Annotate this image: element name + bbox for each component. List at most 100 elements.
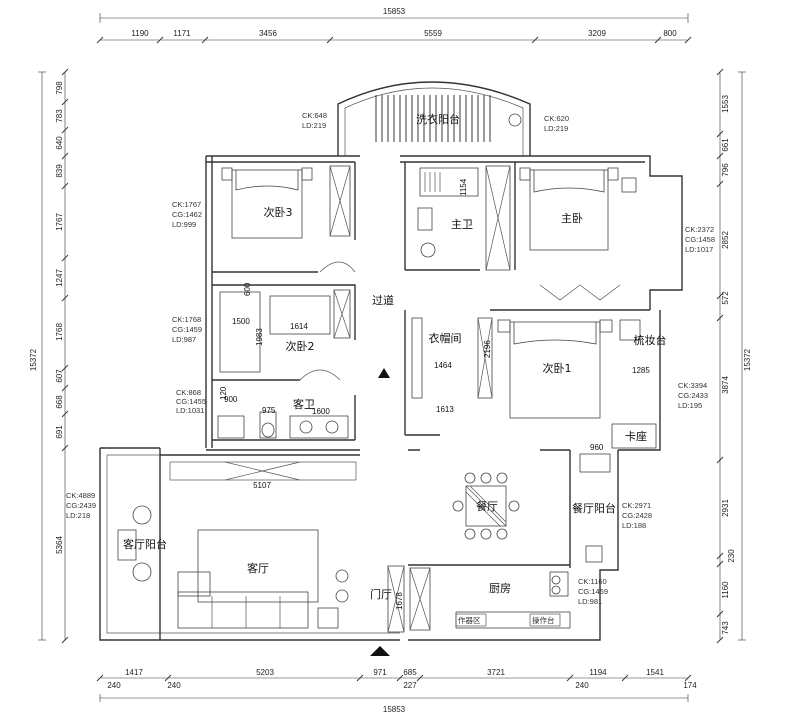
- left-dim-6: 1247: [55, 269, 64, 287]
- master-info-ck: CK:2372: [685, 225, 714, 234]
- dim-5107: 5107: [253, 481, 271, 490]
- laundry-info-left-ld: LD:219: [302, 121, 326, 130]
- master-bath: 主卫 1154: [405, 162, 516, 271]
- living-rug: [197, 529, 319, 603]
- dimension-tick: [716, 610, 724, 618]
- dim-2196: 2196: [483, 340, 492, 358]
- outer-walls: [99, 155, 683, 641]
- kitchen-info-ld: LD:981: [578, 597, 602, 606]
- room-master-bath: 主卫: [451, 218, 473, 231]
- room-living-balcony: 客厅阳台: [123, 537, 167, 551]
- dimension-tick: [716, 152, 724, 160]
- dimension-tick: [566, 674, 574, 682]
- left-dim-4: 839: [55, 164, 64, 178]
- master-bed: [529, 169, 609, 251]
- bottom-dim-a6: 1194: [589, 668, 607, 677]
- dimension-tick: [396, 674, 404, 682]
- dimension-tick: [61, 384, 69, 392]
- dimension-tick: [716, 560, 724, 568]
- dimension-tick: [684, 674, 692, 682]
- kitchen-work-table: 操作台: [532, 615, 555, 625]
- dimension-tick: [164, 674, 172, 682]
- room-entrance: 门厅: [370, 587, 392, 601]
- master-sink: [420, 242, 436, 258]
- bottom-dim-a1: 1417: [125, 668, 143, 677]
- laundry-info-right-ck: CK:620: [544, 114, 569, 123]
- top-dim-4: 5559: [424, 29, 442, 38]
- top-dim-6: 800: [663, 29, 677, 38]
- right-dim-1: 1553: [721, 95, 730, 113]
- kitchen-cooking-zone: 作器区: [458, 615, 481, 625]
- bed1-info-ck: CK:3394: [678, 381, 707, 390]
- top-dim-2: 1171: [173, 29, 191, 38]
- top-total-dim: 15853: [383, 7, 406, 16]
- dim-1285: 1285: [632, 366, 650, 375]
- dimension-tick: [716, 130, 724, 138]
- bed1-info-cg: CG:2433: [678, 391, 708, 400]
- laundry-balcony: 洗衣阳台 CK:648 LD:219 CK:620 LD:219: [302, 81, 569, 156]
- top-dim-3: 3456: [259, 29, 277, 38]
- left-total-dim: 15372: [29, 348, 38, 371]
- dimension-tick: [61, 444, 69, 452]
- room-kitchen: 厨房: [489, 582, 511, 595]
- left-dim-5: 1767: [55, 213, 64, 231]
- dim-1464: 1464: [434, 361, 452, 370]
- bed2-desk: [219, 291, 261, 373]
- dimension-tick: [61, 98, 69, 106]
- room-living: 客厅: [247, 561, 269, 575]
- right-dim-2: 661: [721, 138, 730, 152]
- room-laundry-balcony: 洗衣阳台: [416, 112, 460, 126]
- dimension-tick: [716, 292, 724, 300]
- room-dresser: 梳妆台: [634, 333, 667, 347]
- master-bedroom: 主卧 CK:2372 CG:1458 LD:1017: [490, 167, 715, 311]
- laundry-info-right-ld: LD:219: [544, 124, 568, 133]
- dining-balc-info-cg: CG:2428: [622, 511, 652, 520]
- top-dim-1: 1190: [131, 29, 149, 38]
- dimension-tick: [61, 182, 69, 190]
- corridor: 过道: [372, 162, 406, 435]
- dimension-tick: [716, 552, 724, 560]
- drying-rack: [375, 95, 491, 142]
- dimension-tick: [356, 674, 364, 682]
- bottom-dim-b2: 240: [167, 681, 181, 690]
- dim-900: 900: [224, 395, 238, 404]
- dimension-tick: [716, 636, 724, 644]
- left-dim-9: 668: [55, 395, 64, 409]
- room-card-seat: 卡座: [625, 429, 647, 443]
- bed3-bed: [231, 169, 303, 239]
- dimension-tick: [716, 68, 724, 76]
- right-dim-8: 230: [727, 549, 736, 563]
- room-bedroom1: 次卧1: [543, 361, 572, 375]
- bed3-wardrobe: [329, 165, 351, 237]
- room-wardrobe: 衣帽间: [429, 331, 462, 345]
- living-sofa: [177, 591, 309, 629]
- kitchen-info-ck: CK:1160: [578, 577, 607, 586]
- bottom-dim-a3: 971: [373, 668, 387, 677]
- right-dim-4: 2852: [721, 231, 730, 249]
- master-info-ld: LD:1017: [685, 245, 713, 254]
- master-toilet: [417, 207, 433, 231]
- right-dim-10: 743: [721, 621, 730, 635]
- bed3-info-cg: CG:1462: [172, 210, 202, 219]
- dimension-tick: [61, 126, 69, 134]
- dim-1678: 1678: [395, 592, 404, 610]
- kitchen: 厨房 作器区 操作台 CK:1160 CG:1459 LD:981: [408, 564, 608, 631]
- living-room: 5107 客厅 客厅阳台 CK:4889 CG:2439 LD:218: [66, 461, 357, 629]
- laundry-info-left-ck: CK:648: [302, 111, 327, 120]
- dimension-tick: [621, 674, 629, 682]
- bottom-dim-a2: 5203: [256, 668, 274, 677]
- left-dim-2: 783: [55, 109, 64, 123]
- bedroom3: 次卧3 CK:1767 CG:1462 LD:999: [172, 162, 356, 273]
- bottom-dim-b5: 174: [683, 681, 697, 690]
- right-dimensions: 15372 1553 661 796 2852 572 3874 2931 23…: [716, 68, 752, 644]
- dim-1983: 1983: [255, 328, 264, 346]
- dimension-tick: [61, 254, 69, 262]
- dimension-tick: [61, 410, 69, 418]
- left-dimensions: 15372 798 783 640 839 1767 1247 1768 607…: [29, 68, 69, 644]
- bedroom1: 次卧1 梳妆台 1285 卡座 CK:3394 CG:2433 LD:195: [497, 319, 708, 449]
- dimension-tick: [201, 36, 209, 44]
- dim-1600: 1600: [312, 407, 330, 416]
- room-master-bedroom: 主卧: [561, 212, 583, 225]
- master-info-cg: CG:1458: [685, 235, 715, 244]
